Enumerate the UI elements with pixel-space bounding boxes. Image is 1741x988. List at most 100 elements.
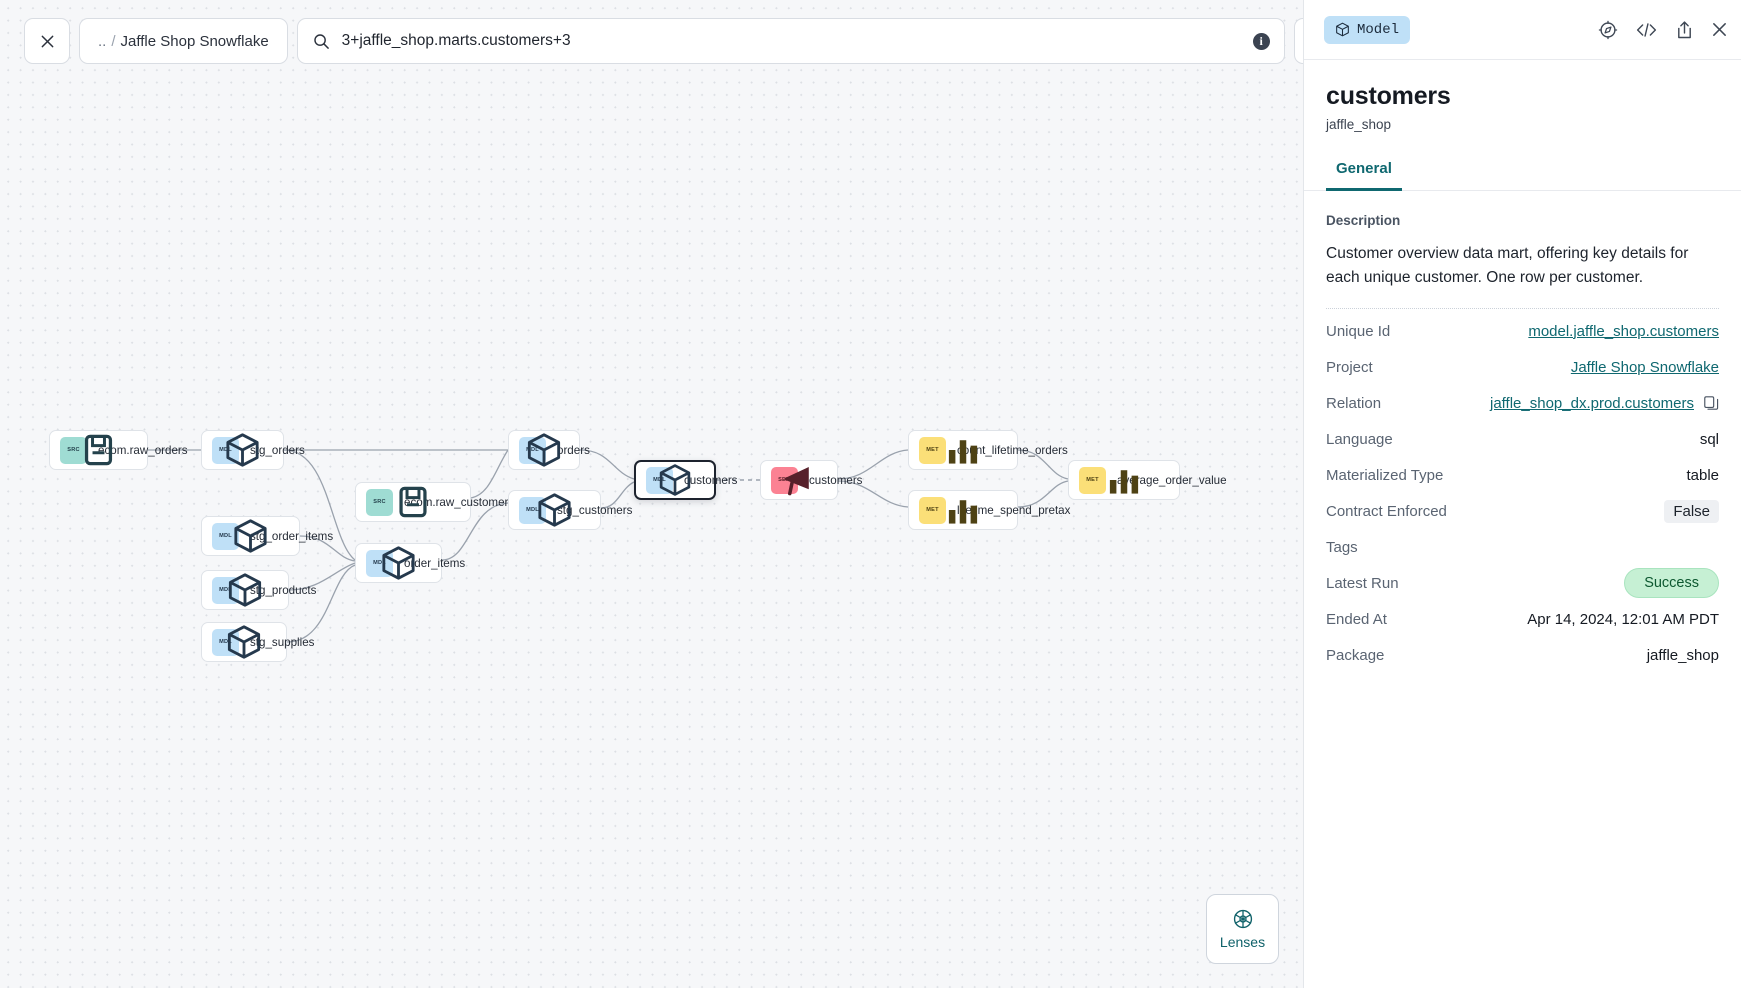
- detail-key: Package: [1326, 646, 1385, 664]
- detail-text: table: [1686, 466, 1719, 484]
- graph-node-label: stg_orders: [250, 443, 305, 457]
- sem-badge-icon: SEM: [771, 466, 809, 496]
- detail-value: sql: [1700, 431, 1719, 448]
- cube-icon: [1336, 22, 1349, 37]
- panel-title-block: customers jaffle_shop: [1304, 60, 1741, 132]
- mdl-badge-icon: MDL: [212, 573, 262, 607]
- graph-node-label: stg_customers: [557, 503, 633, 517]
- detail-row: Language sql: [1326, 421, 1719, 457]
- breadcrumb-separator: /: [111, 32, 116, 50]
- detail-link[interactable]: jaffle_shop_dx.prod.customers: [1489, 394, 1694, 412]
- graph-node-label: stg_order_items: [250, 529, 334, 543]
- mdl-badge-icon: MDL: [366, 546, 415, 580]
- mdl-badge-icon: MDL: [646, 464, 691, 496]
- description-label: Description: [1326, 213, 1401, 228]
- src-badge-icon: SRC: [366, 486, 427, 518]
- section-divider: [1326, 308, 1719, 310]
- search-value: 3+jaffle_shop.marts.customers+3: [341, 32, 571, 49]
- page-subtitle: jaffle_shop: [1326, 117, 1392, 132]
- detail-key: Relation: [1326, 394, 1382, 412]
- graph-node-label: ecom.raw_customers: [404, 495, 515, 509]
- detail-value: Jaffle Shop Snowflake: [1571, 359, 1719, 376]
- detail-key: Contract Enforced: [1326, 502, 1447, 520]
- detail-value: jaffle_shop: [1647, 647, 1719, 664]
- close-panel-icon[interactable]: [1711, 21, 1728, 38]
- met-badge-icon: MET: [1079, 466, 1139, 494]
- detail-value: table: [1686, 467, 1719, 484]
- search-icon: [313, 33, 329, 49]
- description-text: Customer overview data mart, offering ke…: [1326, 245, 1689, 286]
- detail-row: Project Jaffle Shop Snowflake: [1326, 349, 1719, 385]
- status-badge: Success: [1624, 568, 1719, 599]
- detail-text: sql: [1699, 430, 1719, 448]
- detail-value: model.jaffle_shop.customers: [1528, 323, 1719, 340]
- search-input[interactable]: 3+jaffle_shop.marts.customers+3 i: [296, 18, 1285, 64]
- close-icon: [41, 35, 53, 47]
- detail-link[interactable]: model.jaffle_shop.customers: [1528, 322, 1719, 340]
- resource-type-badge[interactable]: Model: [1324, 15, 1411, 44]
- detail-value: Success: [1624, 568, 1719, 599]
- panel-tabs: General: [1304, 160, 1741, 191]
- detail-chip: False: [1664, 499, 1719, 523]
- detail-row: Package jaffle_shop: [1326, 637, 1719, 673]
- share-icon[interactable]: [1675, 20, 1694, 40]
- mdl-badge-icon: MDL: [212, 433, 259, 467]
- page-title: customers: [1326, 82, 1451, 110]
- breadcrumb[interactable]: ../Jaffle Shop Snowflake: [79, 18, 288, 64]
- detail-row: Materialized Type table: [1326, 457, 1719, 493]
- detail-link[interactable]: Jaffle Shop Snowflake: [1570, 358, 1719, 376]
- close-lineage-button[interactable]: [24, 18, 70, 64]
- detail-key: Tags: [1326, 538, 1358, 556]
- code-icon[interactable]: [1635, 20, 1658, 40]
- lenses-button[interactable]: Lenses: [1206, 894, 1279, 964]
- graph-node-label: order_items: [404, 556, 466, 570]
- graph-node-label: average_order_value: [1117, 473, 1227, 487]
- explore-icon[interactable]: [1598, 20, 1618, 40]
- details-panel: Model: [1303, 0, 1741, 988]
- graph-node-label: count_lifetime_orders: [957, 443, 1068, 457]
- tab-general[interactable]: General: [1326, 160, 1402, 191]
- src-badge-icon: SRC: [60, 434, 113, 466]
- mdl-badge-icon: MDL: [519, 493, 571, 527]
- refresh-button[interactable]: [1293, 18, 1303, 64]
- met-badge-icon: MET: [919, 496, 978, 524]
- mdl-badge-icon: MDL: [519, 433, 561, 467]
- met-badge-icon: MET: [919, 436, 978, 464]
- detail-key: Language: [1326, 430, 1393, 448]
- detail-value: Apr 14, 2024, 12:01 AM PDT: [1527, 611, 1719, 628]
- copy-icon[interactable]: [1703, 395, 1719, 411]
- info-icon[interactable]: i: [1252, 32, 1270, 50]
- graph-node-label: ecom.raw_orders: [98, 443, 188, 457]
- breadcrumb-project: Jaffle Shop Snowflake: [120, 32, 269, 50]
- detail-key: Materialized Type: [1326, 466, 1444, 484]
- aperture-icon: [1233, 909, 1252, 929]
- detail-key: Project: [1326, 358, 1373, 376]
- detail-key: Ended At: [1326, 610, 1387, 628]
- lenses-label: Lenses: [1219, 934, 1266, 950]
- panel-header-actions: [1598, 20, 1728, 40]
- detail-row: Tags: [1326, 529, 1719, 565]
- canvas-toolbar: ../Jaffle Shop Snowflake 3+jaffle_shop.m…: [24, 18, 1303, 64]
- graph-node-label: stg_supplies: [250, 635, 315, 649]
- panel-body[interactable]: Description Customer overview data mart,…: [1304, 191, 1741, 988]
- detail-row: Relation jaffle_shop_dx.prod.customers: [1326, 385, 1719, 421]
- graph-node-label: customers: [809, 473, 863, 487]
- detail-row: Contract Enforced False: [1326, 493, 1719, 529]
